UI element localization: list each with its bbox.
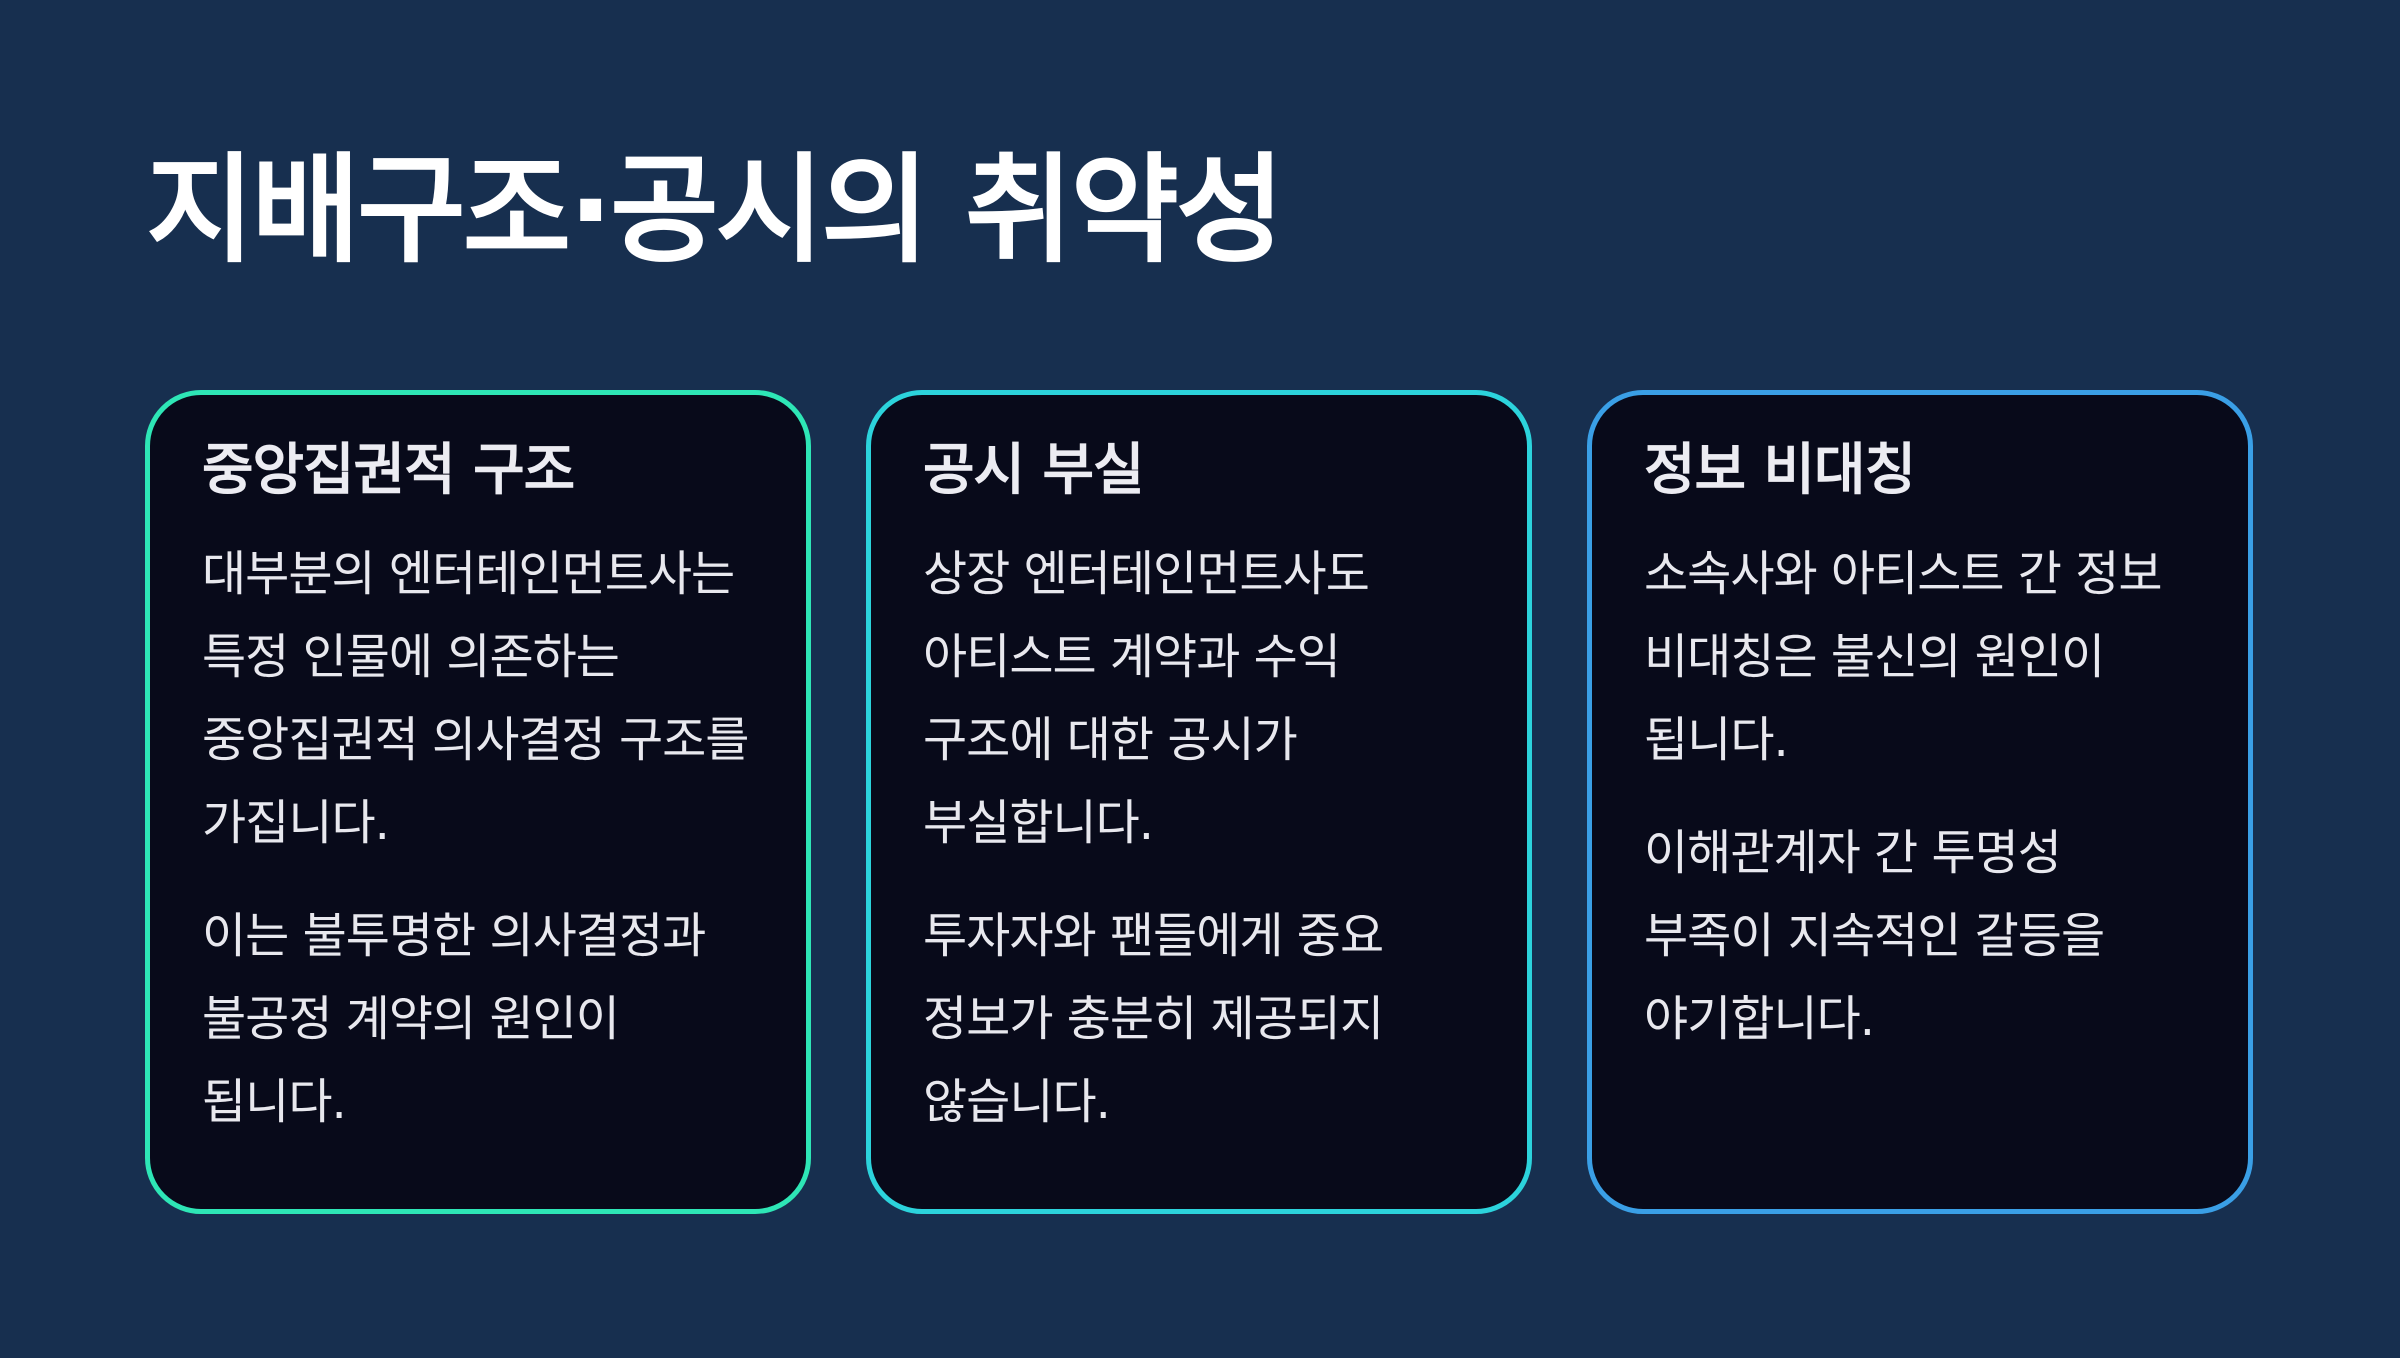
card-paragraph: 이해관계자 간 투명성 부족이 지속적인 갈등을 야기합니다.	[1644, 825, 2105, 1047]
card-paragraph: 대부분의 엔터테인먼트사는 특정 인물에 의존하는 중앙집권적 의사결정 구조를…	[202, 546, 749, 851]
card-information-asymmetry: 정보 비대칭 소속사와 아티스트 간 정보 비대칭은 불신의 원인이 됩니다. …	[1587, 390, 2253, 1214]
card-title: 공시 부실	[923, 438, 1145, 503]
card-paragraph: 소속사와 아티스트 간 정보 비대칭은 불신의 원인이 됩니다.	[1644, 546, 2163, 768]
card-paragraph: 상장 엔터테인먼트사도 아티스트 계약과 수익 구조에 대한 공시가 부실합니다…	[923, 546, 1370, 851]
slide-title: 지배구조·공시의 취약성	[146, 141, 1285, 279]
card-paragraph: 이는 불투명한 의사결정과 불공정 계약의 원인이 됩니다.	[202, 908, 706, 1130]
card-title: 중앙집권적 구조	[202, 438, 575, 503]
card-paragraph: 투자자와 팬들에게 중요 정보가 충분히 제공되지 않습니다.	[923, 908, 1384, 1130]
card-poor-disclosure: 공시 부실 상장 엔터테인먼트사도 아티스트 계약과 수익 구조에 대한 공시가…	[866, 390, 1532, 1214]
card-title: 정보 비대칭	[1644, 438, 1916, 503]
card-centralized-structure: 중앙집권적 구조 대부분의 엔터테인먼트사는 특정 인물에 의존하는 중앙집권적…	[145, 390, 811, 1214]
